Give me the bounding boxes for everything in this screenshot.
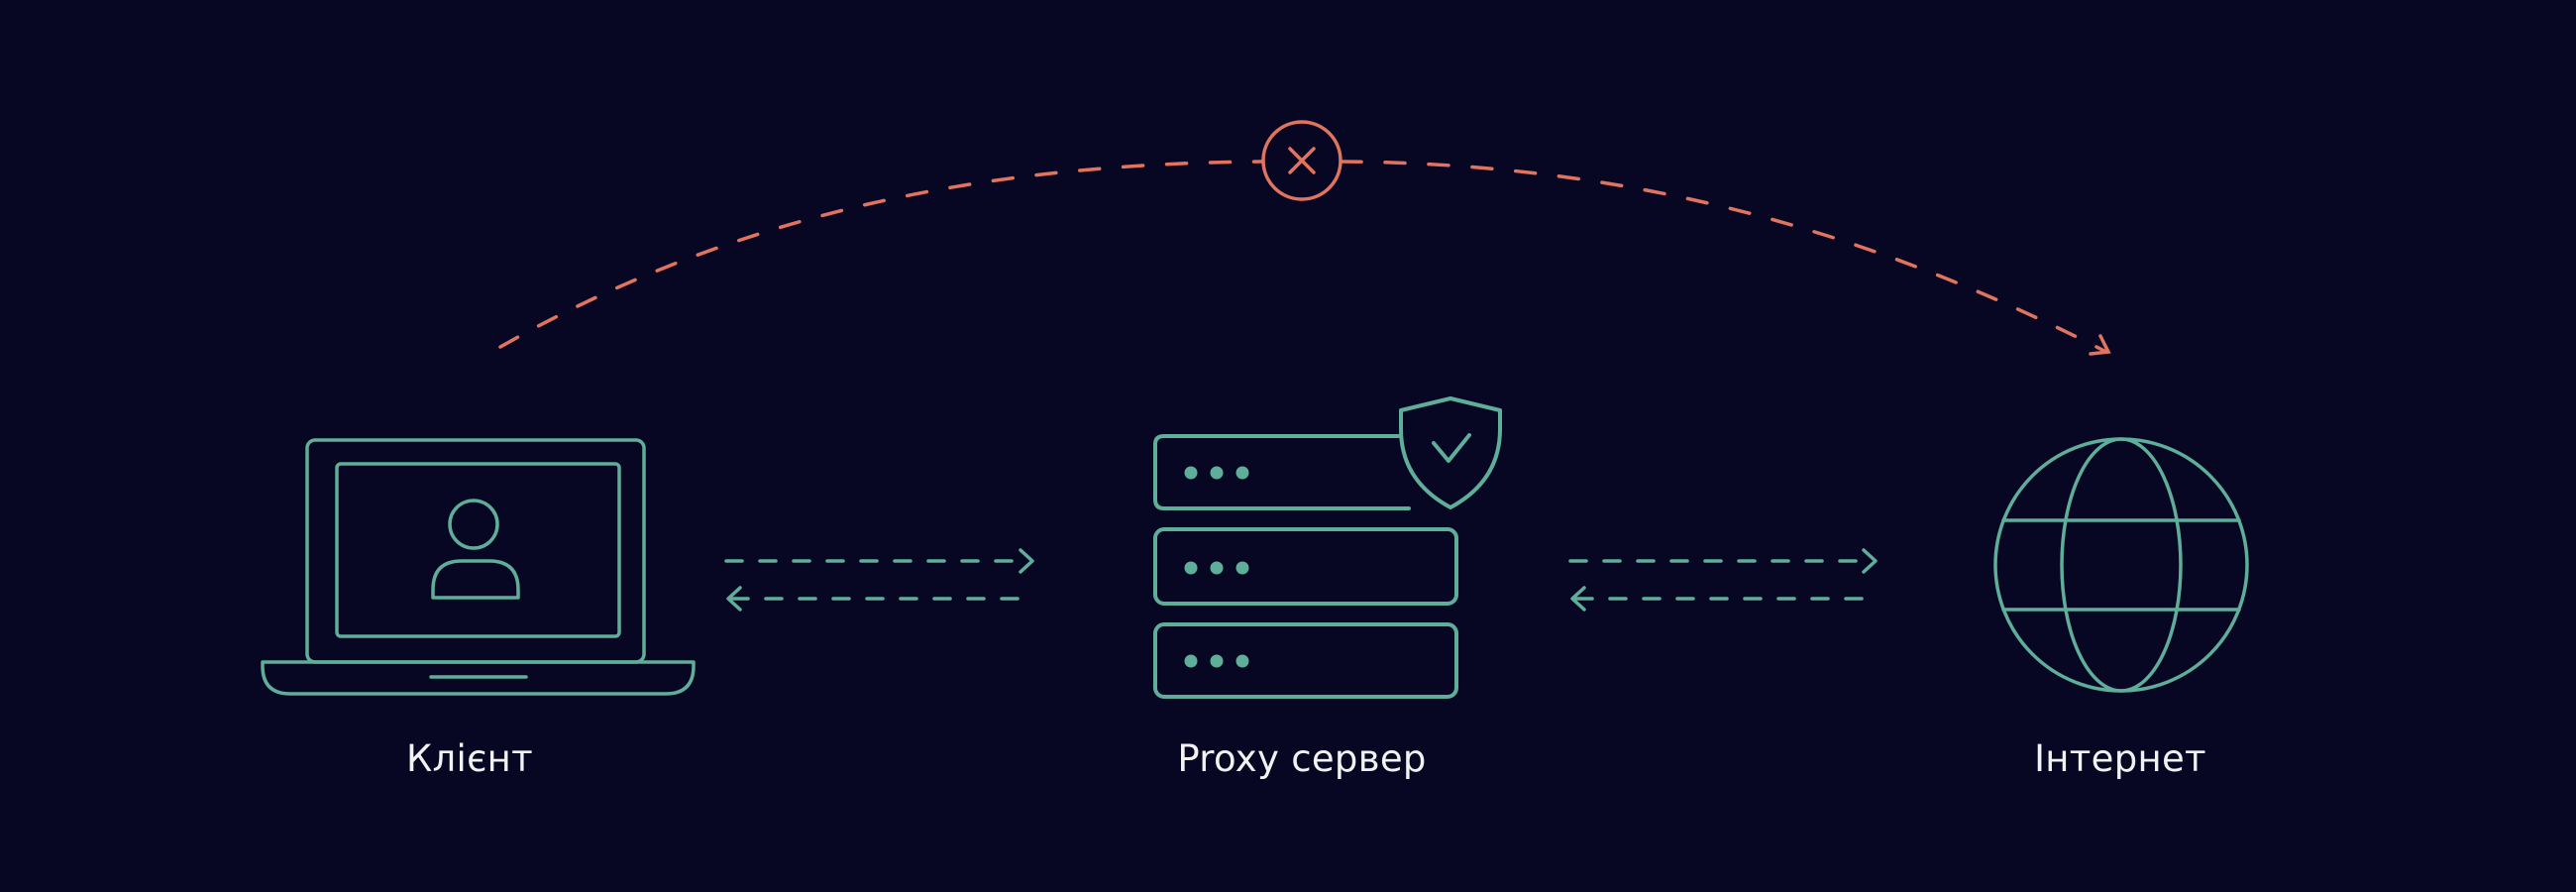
laptop-lid [305, 438, 646, 664]
server-unit-bottom [1153, 622, 1458, 699]
laptop-screen [335, 462, 621, 638]
blocked-direct-path [498, 160, 2111, 356]
proxy-server-label: Proxy сервер [1177, 737, 1427, 780]
shield-icon [1399, 396, 1502, 509]
arrow-right-icon [1019, 548, 1034, 574]
laptop-user-icon [261, 438, 696, 696]
globe-icon [1993, 437, 2249, 693]
checkmark-icon [1432, 433, 1471, 463]
client-proxy-link [724, 548, 1036, 612]
arrow-left-icon [1570, 586, 1586, 612]
arrow-left-icon [726, 586, 742, 612]
blocked-arc-left [498, 160, 1264, 349]
internet-label: Інтернет [2034, 737, 2206, 780]
server-unit-middle [1153, 527, 1458, 606]
user-body-icon [431, 559, 520, 600]
arrow-right-icon [1862, 548, 1878, 574]
laptop-base [261, 660, 696, 696]
blocked-arc-right [1340, 160, 2108, 354]
proxy-internet-link [1568, 548, 1879, 612]
arc-arrowhead-icon [2089, 334, 2111, 356]
user-head-icon [448, 499, 499, 550]
server-leds [1184, 466, 1249, 668]
blocked-x-icon [1261, 120, 1342, 201]
server-shield-icon [1153, 396, 1502, 699]
client-label: Клієнт [405, 737, 534, 780]
server-unit-top [1153, 434, 1411, 510]
